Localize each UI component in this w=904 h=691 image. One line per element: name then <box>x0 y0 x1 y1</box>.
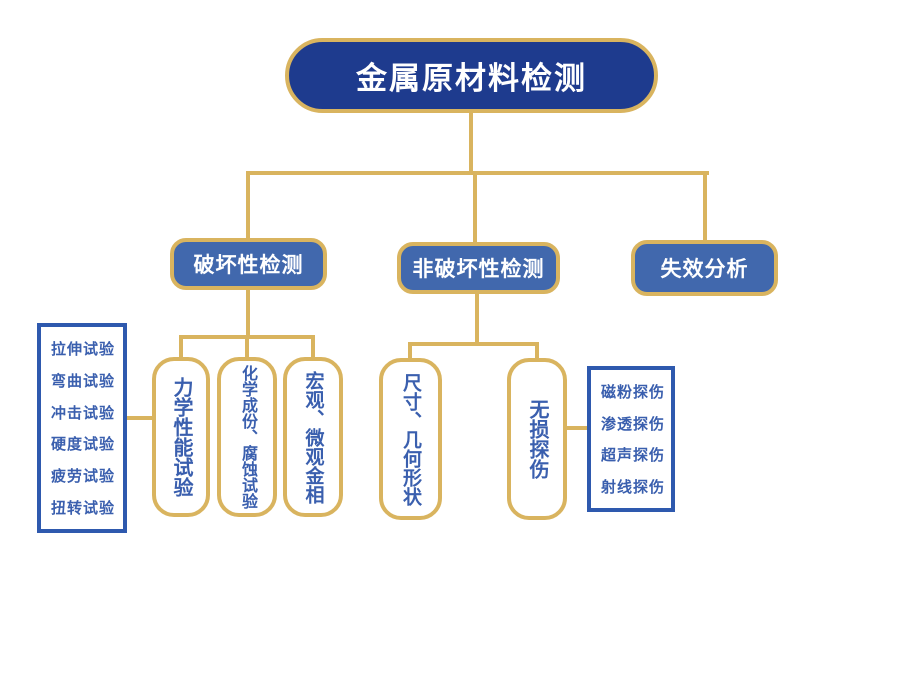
node-dimension-geometry: 尺寸、几何形状 <box>379 358 442 520</box>
node-failure-analysis: 失效分析 <box>631 240 778 296</box>
list-item-radiographic: 射线探伤 <box>601 479 666 497</box>
mechanical-tests-list: 拉伸试验 弯曲试验 冲击试验 硬度试验 疲劳试验 扭转试验 <box>37 323 127 533</box>
connector-stub-chemical <box>245 339 249 359</box>
connector-stub-flaw <box>535 346 539 360</box>
connector-flaw-list <box>565 426 589 430</box>
connector-stub-dimension <box>408 346 412 360</box>
list-item-penetrant: 渗透探伤 <box>601 415 666 433</box>
list-item-torsion-test: 扭转试验 <box>51 500 116 518</box>
connector-stub-mechanical <box>179 339 183 359</box>
connector-drop-nondestructive <box>473 175 477 244</box>
node-chemical-corrosion-label: 化学成份、腐蚀试验 <box>239 365 256 509</box>
connector-destructive-vertical <box>246 290 250 335</box>
flaw-detection-methods-list: 磁粉探伤 渗透探伤 超声探伤 射线探伤 <box>587 366 675 512</box>
connector-nondestructive-horizontal <box>408 342 539 346</box>
node-dimension-geometry-label: 尺寸、几何形状 <box>400 372 421 506</box>
list-item-impact-test: 冲击试验 <box>51 404 116 422</box>
node-chemical-corrosion-test: 化学成份、腐蚀试验 <box>217 357 277 517</box>
list-item-fatigue-test: 疲劳试验 <box>51 468 116 486</box>
node-destructive-label: 破坏性检测 <box>193 254 304 277</box>
connector-drop-failure <box>703 175 707 242</box>
node-failure-label: 失效分析 <box>660 258 749 281</box>
node-nondestructive-label: 非破坏性检测 <box>412 258 545 281</box>
node-nondestructive-testing: 非破坏性检测 <box>397 242 560 294</box>
node-macro-micro-metallography: 宏观、微观金相 <box>283 357 343 517</box>
connector-drop-destructive <box>246 175 250 240</box>
connector-mechanical-list <box>125 416 154 420</box>
node-nondestructive-flaw-detection: 无损探伤 <box>507 358 567 520</box>
connector-nondestructive-vertical <box>475 294 479 342</box>
root-node-metal-material-testing: 金属原材料检测 <box>285 38 658 113</box>
connector-destructive-horizontal <box>179 335 315 339</box>
node-destructive-testing: 破坏性检测 <box>170 238 327 290</box>
root-node-label: 金属原材料检测 <box>356 61 587 96</box>
connector-level2-horizontal <box>246 171 709 175</box>
list-item-magnetic-particle: 磁粉探伤 <box>601 383 666 401</box>
connector-stub-metallography <box>311 339 315 359</box>
node-mechanical-property-label: 力学性能试验 <box>170 377 192 497</box>
list-item-hardness-test: 硬度试验 <box>51 436 116 454</box>
node-flaw-detection-label: 无损探伤 <box>526 399 548 479</box>
node-mechanical-property-test: 力学性能试验 <box>152 357 210 517</box>
node-macro-micro-label: 宏观、微观金相 <box>302 370 324 504</box>
list-item-bending-test: 弯曲试验 <box>51 372 116 390</box>
list-item-ultrasonic: 超声探伤 <box>601 447 666 465</box>
list-item-tensile-test: 拉伸试验 <box>51 340 116 358</box>
connector-root-vertical <box>469 111 473 175</box>
